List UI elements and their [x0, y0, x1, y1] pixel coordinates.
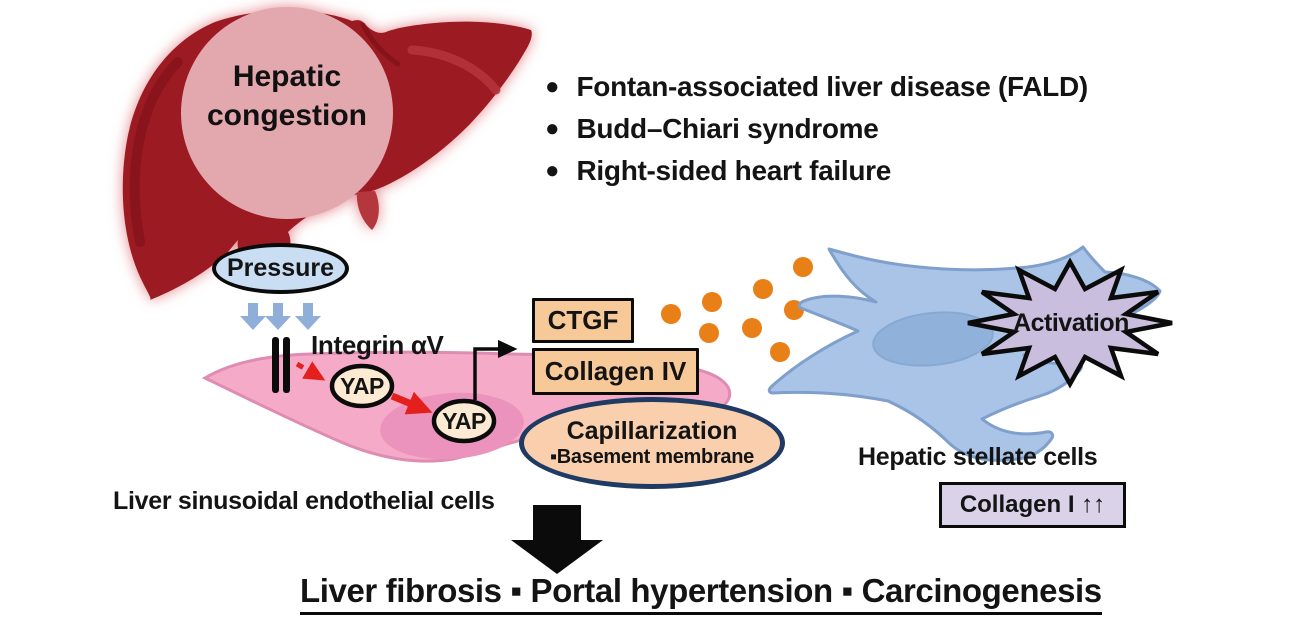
bullet-icon: ●	[545, 157, 560, 184]
secreted-factor-dots	[661, 257, 813, 362]
down-arrow-icon	[295, 303, 321, 330]
stellate-nucleus	[872, 311, 994, 367]
secreted-factor-dot	[753, 279, 773, 299]
liver-vessel	[356, 191, 379, 230]
secreted-factor-dot	[742, 318, 762, 338]
list-item: ● Budd–Chiari syndrome	[545, 108, 1088, 150]
liver-lobe-crease	[360, 22, 401, 67]
down-arrow-icon	[240, 303, 266, 330]
integrin-to-yap-arrow	[295, 361, 326, 381]
disease-item-label: Budd–Chiari syndrome	[576, 113, 879, 144]
activation-label: Activation	[1013, 309, 1129, 337]
disease-item-label: Fontan-associated liver disease (FALD)	[576, 71, 1089, 102]
list-item: ● Fontan-associated liver disease (FALD)	[545, 66, 1088, 108]
hepatic-congestion-circle	[181, 7, 393, 219]
yap-label: YAP	[442, 408, 486, 434]
basement-membrane-label: ▪Basement membrane	[550, 445, 754, 468]
secreted-factor-dot	[702, 292, 722, 312]
secreted-factor-dot	[661, 304, 681, 324]
capillarization-title: Capillarization	[566, 417, 738, 446]
liver-highlight-right	[407, 45, 501, 95]
lsec-label: Liver sinusoidal endothelial cells	[113, 487, 495, 515]
liver-shade-left	[129, 57, 183, 247]
list-item: ● Right-sided heart failure	[545, 150, 1088, 192]
ctgf-box: CTGF	[532, 298, 634, 343]
integrin-receptor-icon	[272, 337, 290, 393]
down-arrow-icon	[265, 303, 291, 330]
disease-list: ● Fontan-associated liver disease (FALD)…	[545, 66, 1088, 192]
outcome-text: Liver fibrosis ▪ Portal hypertension ▪ C…	[300, 572, 1102, 615]
capillarization-badge: Capillarization ▪Basement membrane	[519, 397, 785, 489]
activation-burst	[967, 257, 1173, 389]
bullet-icon: ●	[545, 73, 560, 100]
secreted-factor-dot	[793, 257, 813, 277]
bullet-icon: ●	[545, 115, 560, 142]
yap-label: YAP	[340, 373, 384, 399]
pressure-down-arrows	[240, 303, 321, 330]
yap-translocation-arrow	[390, 391, 433, 415]
collagen-i-box: Collagen I ↑↑	[939, 482, 1126, 528]
outcome-label: Liver fibrosis ▪ Portal hypertension ▪ C…	[300, 572, 1102, 615]
integrin-label: Integrin αV	[311, 330, 444, 360]
liver-illustration	[122, 7, 532, 301]
hepatic-stellate-cells-label: Hepatic stellate cells	[858, 443, 1098, 471]
yap-oval	[329, 363, 395, 409]
pressure-badge: Pressure	[212, 243, 349, 294]
pressure-label: Pressure	[226, 254, 335, 282]
secreted-factor-dot	[770, 342, 790, 362]
disease-item-label: Right-sided heart failure	[576, 155, 892, 186]
collagen-iv-box: Collagen IV	[532, 348, 699, 395]
secreted-factor-dot	[699, 323, 719, 343]
yap-oval	[431, 398, 497, 444]
transcription-arrow	[473, 339, 518, 400]
hepatic-congestion-label: Hepatic congestion	[206, 60, 367, 132]
outcome-down-arrow-icon	[511, 505, 603, 574]
